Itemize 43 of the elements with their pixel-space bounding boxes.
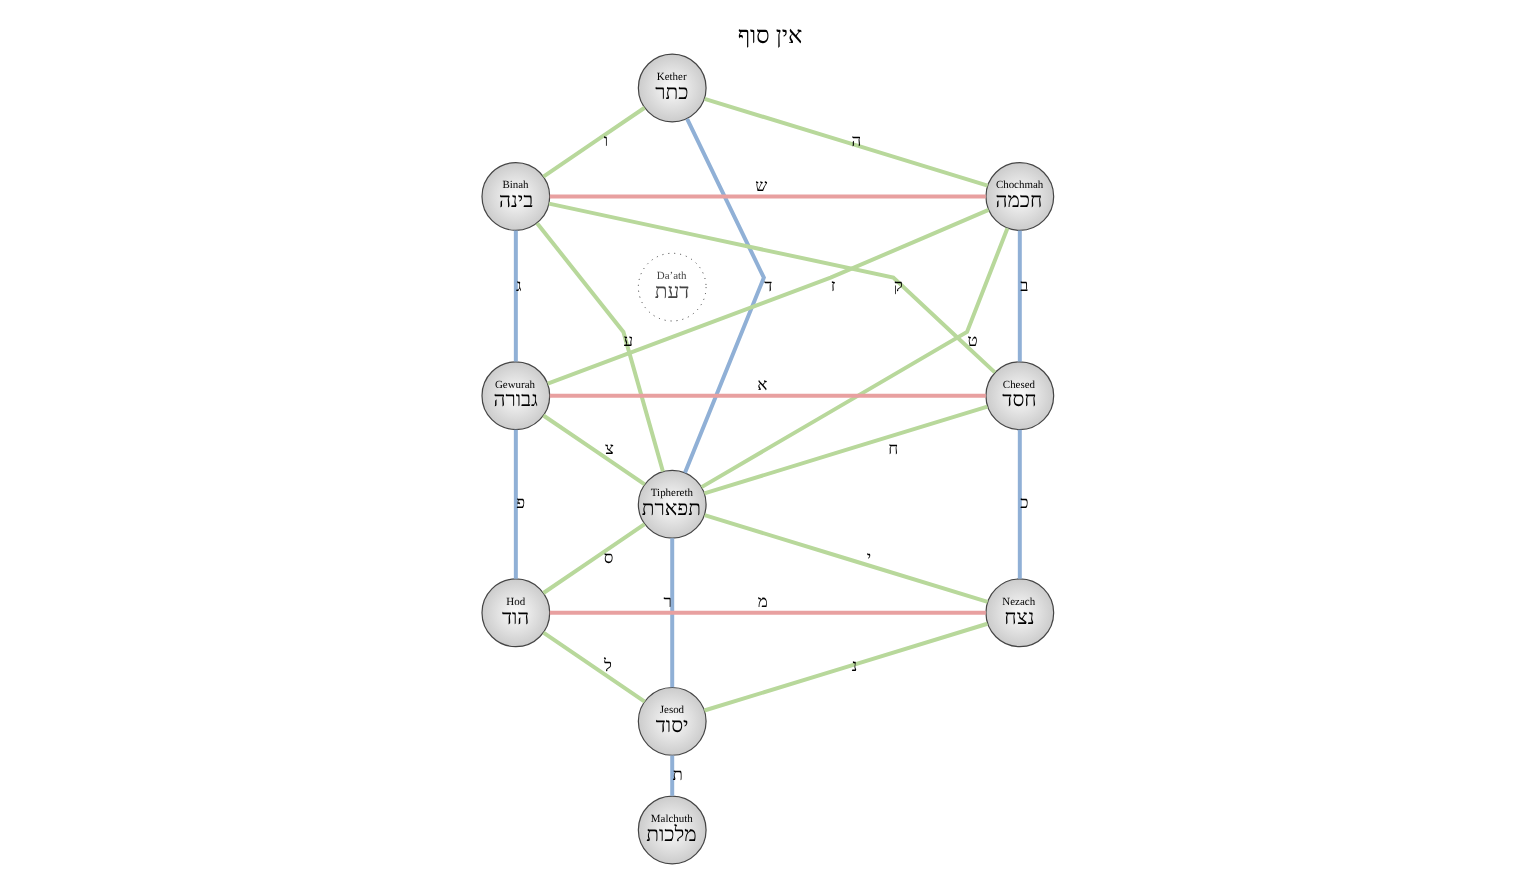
- connector: [703, 621, 988, 713]
- edge-label: ל: [604, 655, 612, 676]
- edge-label: י: [866, 546, 872, 567]
- connector: [542, 413, 646, 487]
- edge-label: א: [757, 374, 768, 395]
- connector: [549, 393, 986, 398]
- edge-label: ס: [603, 546, 614, 567]
- connector: [542, 106, 646, 179]
- edge-label: ז: [830, 275, 836, 296]
- edge-label: ת: [672, 763, 683, 784]
- connector: [1017, 429, 1022, 579]
- edge-label: ק: [893, 275, 903, 296]
- connector: [1017, 230, 1022, 362]
- diagram-title: אין סוף: [737, 21, 803, 50]
- edge-label: ב: [1020, 275, 1029, 296]
- edge-label: צ: [605, 438, 614, 459]
- connector: [542, 630, 646, 704]
- edge-label: מ: [757, 591, 768, 612]
- connector: [513, 429, 518, 579]
- connector: [535, 222, 665, 472]
- edge-label: ר: [663, 591, 672, 612]
- connector: [549, 194, 986, 199]
- edge-label: ו: [603, 130, 609, 151]
- edge-label: כ: [1020, 492, 1029, 513]
- edge-label: פ: [516, 492, 526, 513]
- edge-label: ש: [755, 175, 768, 196]
- connector: [703, 404, 988, 496]
- edge-label: ט: [967, 329, 978, 350]
- connector: [549, 610, 986, 615]
- connector: [704, 513, 989, 604]
- edge-label: ג: [516, 275, 522, 296]
- connector: [542, 522, 646, 595]
- edge-label: ח: [888, 438, 899, 459]
- edge-label: ה: [851, 130, 862, 151]
- connector: [683, 117, 766, 474]
- connector: [700, 227, 1010, 489]
- connector: [513, 230, 518, 362]
- edge-label: נ: [851, 655, 858, 676]
- connector: [670, 755, 675, 796]
- connector: [670, 538, 675, 688]
- edge-label: ד: [764, 275, 773, 296]
- connector: [704, 96, 989, 188]
- edge-label: ע: [623, 329, 634, 350]
